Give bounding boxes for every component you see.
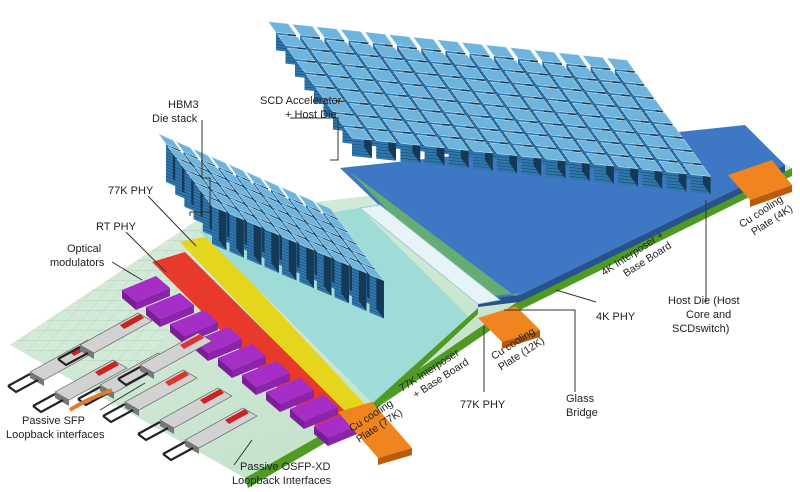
sfp-loopback-connector	[102, 369, 198, 424]
leader-glass	[504, 309, 576, 392]
scd-die-stack	[464, 139, 494, 172]
leader-4k-phy	[555, 289, 597, 303]
hbm3-die-stack	[273, 225, 298, 281]
leader-hbm3	[189, 120, 211, 216]
label-4k-phy: 4K PHY	[596, 311, 636, 323]
cu-plate-77k-edge	[378, 448, 412, 465]
scd-die-stack	[440, 137, 470, 169]
optical-modulator	[290, 395, 338, 429]
scd-die-stack	[537, 147, 566, 179]
scd-die-stack	[609, 155, 639, 187]
leader-sfp	[99, 382, 146, 411]
label-77k-phy-top: 77K PHY	[108, 185, 154, 197]
osfp-xd-loopback-connector	[137, 387, 233, 442]
leader-77k-phy-top	[147, 195, 197, 247]
osfp-xd-loopback-connector	[162, 407, 258, 462]
hbm3-die-stack-array	[157, 133, 385, 319]
scd-die-stack	[488, 142, 518, 174]
scd-die-stack	[367, 129, 397, 161]
hbm3-die-stack	[203, 195, 228, 251]
leader-lines	[99, 117, 707, 466]
leader-scd	[290, 117, 339, 161]
scd-die-stack	[392, 132, 421, 164]
hbm3-die-stack	[221, 202, 245, 258]
hbm3-die-stack	[343, 255, 368, 311]
glass-bridge-top	[359, 204, 501, 305]
scd-die-stack	[658, 160, 687, 192]
leader-rt-phy	[125, 231, 167, 273]
board-front-edge	[245, 168, 792, 488]
label-rt-phy: RT PHY	[96, 221, 137, 233]
optical-modulator	[122, 276, 170, 310]
optical-modulator	[242, 361, 290, 395]
hbm3-die-stack	[326, 248, 350, 304]
scd-accelerator-array	[267, 21, 712, 195]
hbm3-die-stack	[361, 263, 385, 319]
scd-die-stack	[634, 158, 663, 190]
loopback-connectors	[7, 312, 258, 462]
optical-modulator	[146, 293, 194, 327]
scd-die-stack	[561, 150, 591, 182]
cu-plate-4k-edge	[750, 185, 792, 207]
scd-die-stack	[585, 152, 615, 185]
osfp-xd-loopback-connector	[57, 312, 153, 367]
scd-die-stack	[416, 134, 445, 166]
label-scd: SCD Accelerator+ Host Die	[260, 95, 342, 121]
yellow-band	[180, 236, 372, 418]
scd-die-stack	[343, 126, 373, 159]
cu-plate-77k	[338, 402, 412, 458]
sfp-loopback-connector	[117, 332, 213, 387]
hbm3-die-stack	[256, 217, 280, 273]
osfp-xd-loopback-connector	[32, 359, 128, 414]
optical-modulators	[122, 276, 362, 446]
cu-plate-12k	[478, 306, 540, 342]
scd-die-stack	[513, 145, 542, 177]
scd-die-stack	[682, 163, 712, 195]
fiber-cable	[68, 388, 113, 412]
cu-cooling-plates	[338, 160, 792, 465]
leader-osfp	[233, 439, 253, 466]
label-77k-phy-bottom: 77K PHY	[460, 399, 506, 411]
glass-bridge	[359, 204, 501, 305]
cu-plate-4k	[728, 160, 792, 200]
leader-optical	[111, 261, 143, 281]
cu-plate-12k-edge	[502, 330, 540, 349]
optical-modulator	[266, 378, 314, 412]
hbm3-die-stack	[308, 240, 333, 296]
hbm3-die-stack	[238, 210, 263, 266]
optical-modulator	[218, 344, 266, 378]
hbm3-die-stack	[291, 233, 315, 289]
